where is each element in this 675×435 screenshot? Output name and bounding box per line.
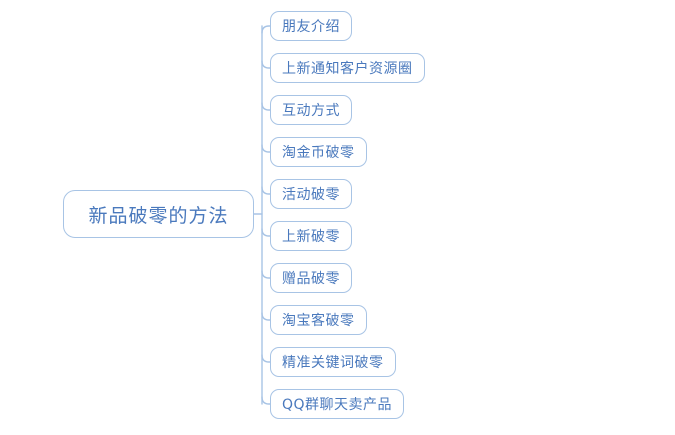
connector-branch-3 [261,102,271,111]
child-node-10[interactable]: QQ群聊天卖产品 [270,389,405,419]
child-node-6[interactable]: 上新破零 [270,221,352,251]
connector-branch-10 [261,396,271,405]
child-node-8[interactable]: 淘宝客破零 [270,305,367,335]
child-node-5[interactable]: 活动破零 [270,179,352,209]
root-node[interactable]: 新品破零的方法 [63,190,254,238]
connector-branch-7 [261,270,271,279]
connector-branch-1 [261,25,271,34]
child-node-3[interactable]: 互动方式 [270,95,352,125]
child-node-4[interactable]: 淘金币破零 [270,137,367,167]
child-node-7[interactable]: 赠品破零 [270,263,352,293]
connector-branch-9 [261,354,271,363]
connector-branch-6 [261,228,271,237]
connector-branch-8 [261,312,271,321]
child-node-1[interactable]: 朋友介绍 [270,11,352,41]
connector-branch-5 [261,186,271,195]
child-node-2[interactable]: 上新通知客户资源圈 [270,53,425,83]
connector-branch-2 [261,60,271,69]
child-node-9[interactable]: 精准关键词破零 [270,347,396,377]
connector-branch-4 [261,144,271,153]
